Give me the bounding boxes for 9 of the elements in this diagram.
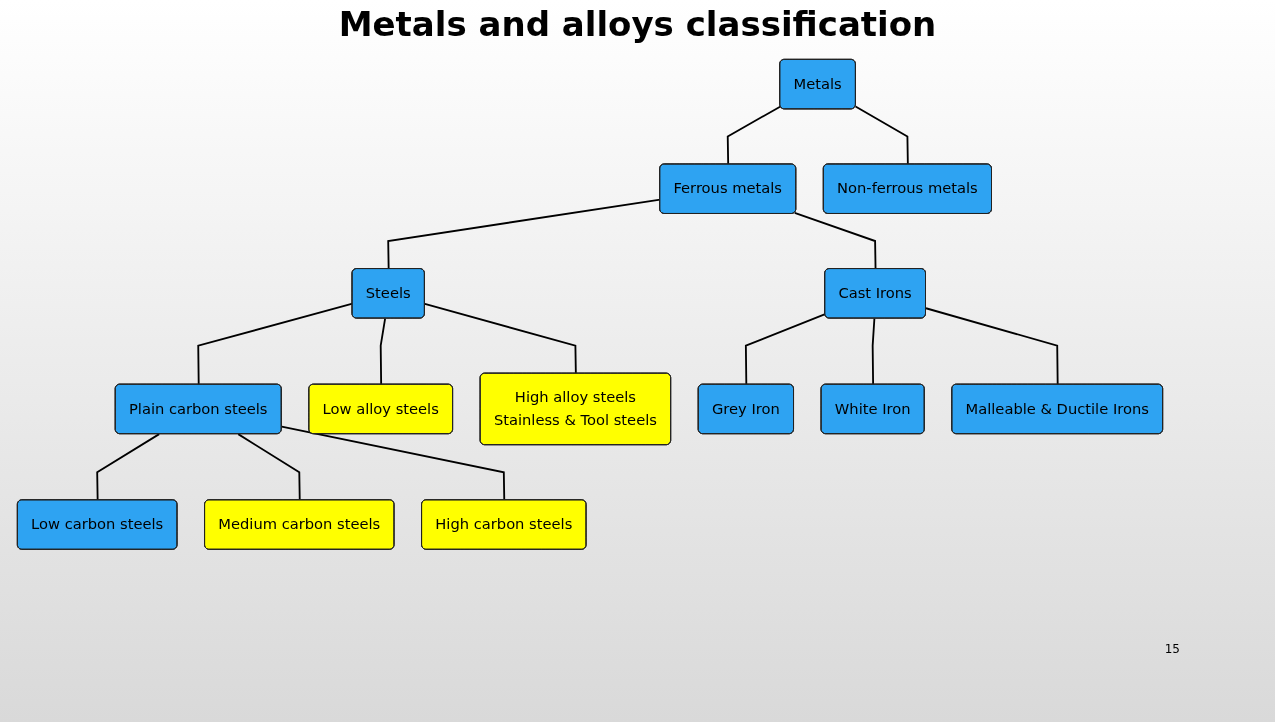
connector: [925, 307, 1059, 386]
connector: [379, 317, 387, 386]
connector: [744, 313, 827, 386]
connector: [423, 302, 577, 375]
slide-title: Metals and alloys classification: [337, 4, 938, 44]
connector: [197, 302, 354, 386]
page-number: 15: [1164, 642, 1180, 656]
connector: [871, 317, 876, 386]
connector: [793, 211, 877, 270]
